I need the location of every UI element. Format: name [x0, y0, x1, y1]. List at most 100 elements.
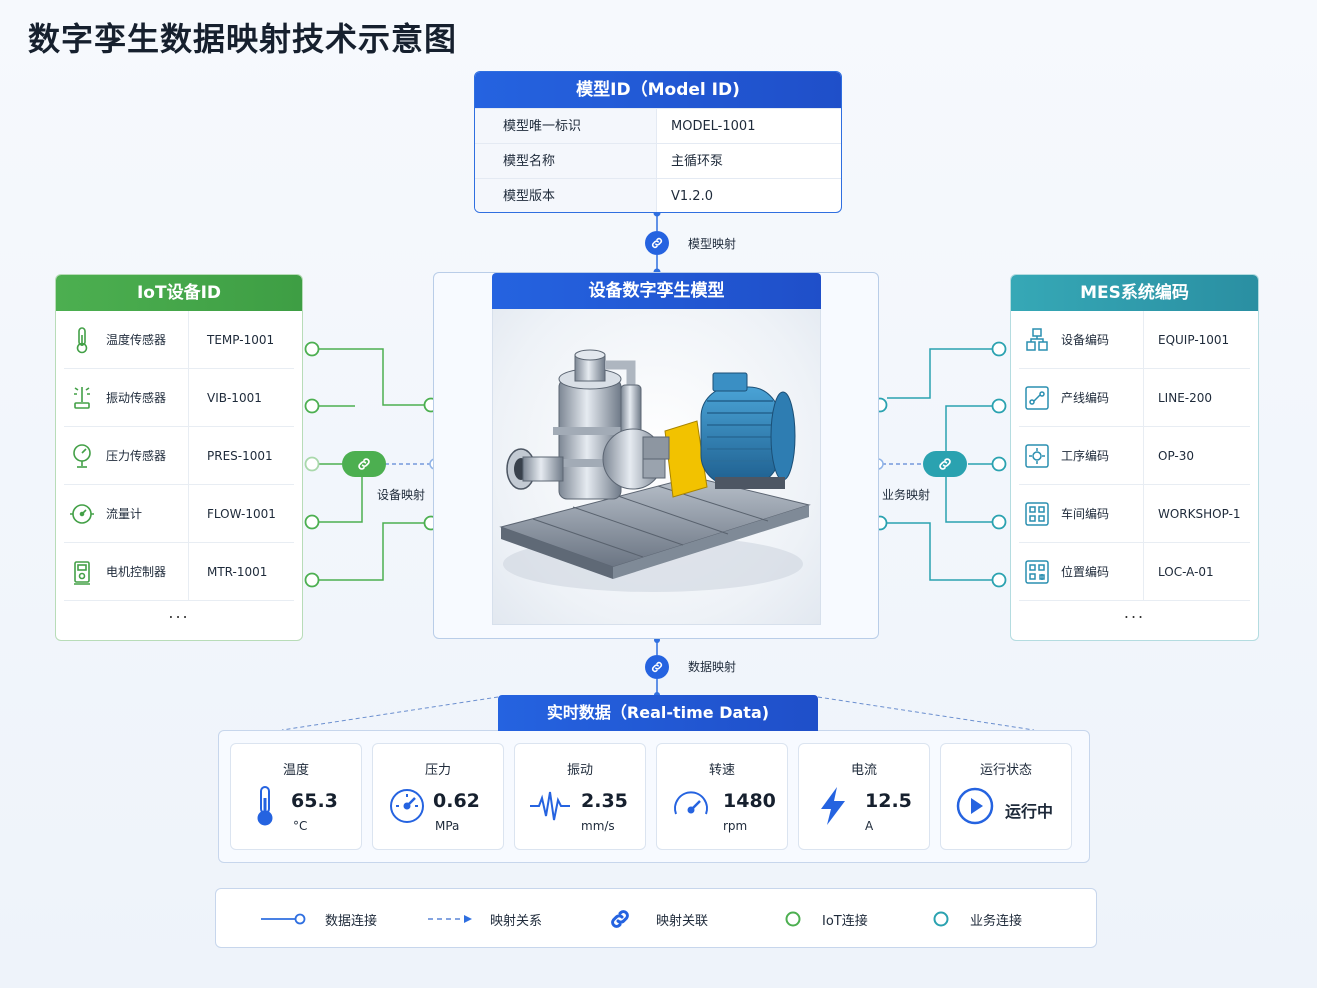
- model-row: 模型版本 V1.2.0: [475, 178, 841, 212]
- list-item: 车间编码 WORKSHOP-1: [1019, 484, 1250, 543]
- model-row-key: 模型名称: [475, 144, 657, 178]
- list-item: 温度传感器 TEMP-1001: [64, 310, 294, 369]
- model-mapping-link-icon: [645, 231, 669, 255]
- iot-item-label: 振动传感器: [106, 391, 167, 405]
- model-mapping-label: 模型映射: [688, 237, 737, 251]
- link-icon: [611, 910, 629, 928]
- list-item: 工序编码 OP-30: [1019, 426, 1250, 485]
- iot-item-label: 压力传感器: [106, 449, 167, 463]
- iot-item-value: VIB-1001: [188, 368, 294, 427]
- iot-item-value: TEMP-1001: [188, 310, 294, 369]
- realtime-data-header: 实时数据（Real-time Data): [498, 695, 818, 731]
- card-value: 65.3: [291, 790, 338, 812]
- iot-item-value: PRES-1001: [188, 426, 294, 485]
- business-mapping-label: 业务映射: [882, 488, 931, 502]
- realtime-card-vibration: 振动 2.35 mm/s: [514, 743, 646, 850]
- card-unit: A: [865, 819, 874, 833]
- workshop-code-icon: [1019, 496, 1055, 532]
- teal-circle-icon: [933, 911, 949, 927]
- card-value: 2.35: [581, 790, 628, 812]
- mes-more-indicator: ...: [1123, 603, 1146, 622]
- thermometer-icon: [64, 322, 100, 358]
- legend-label: 数据连接: [325, 913, 378, 929]
- model-row-value: MODEL-1001: [671, 119, 756, 134]
- model-row-key: 模型唯一标识: [475, 109, 657, 143]
- solid-line-circle-icon: [261, 913, 306, 925]
- mes-item-label: 车间编码: [1061, 507, 1110, 521]
- mes-item-value: OP-30: [1143, 426, 1250, 485]
- card-value: 12.5: [865, 790, 912, 812]
- model-row-value: 主循环泵: [671, 154, 724, 169]
- play-circle-icon: [955, 784, 995, 828]
- pressure-sensor-icon: [64, 438, 100, 474]
- legend-label: IoT连接: [822, 913, 868, 929]
- legend-label: 映射关联: [656, 913, 709, 929]
- mes-panel-header: MES系统编码: [1011, 275, 1258, 311]
- realtime-card-current: 电流 12.5 A: [798, 743, 930, 850]
- realtime-card-speed: 转速 1480 rpm: [656, 743, 788, 850]
- list-item: 振动传感器 VIB-1001: [64, 368, 294, 427]
- list-item: 压力传感器 PRES-1001: [64, 426, 294, 485]
- card-title: 温度: [282, 763, 309, 778]
- motor-controller-icon: [64, 554, 100, 590]
- mes-item-value: WORKSHOP-1: [1143, 484, 1250, 543]
- status-badge: 运行中: [1005, 802, 1054, 821]
- card-unit: rpm: [723, 819, 748, 833]
- line-code-icon: [1019, 380, 1055, 416]
- speedometer-icon: [671, 784, 711, 828]
- legend-item-iot-connection: IoT连接: [784, 889, 868, 949]
- mes-item-label: 工序编码: [1061, 449, 1110, 463]
- legend-item-mapping-relation: 映射关系: [428, 889, 542, 949]
- iot-item-label: 温度传感器: [106, 333, 167, 347]
- iot-item-value: FLOW-1001: [188, 484, 294, 543]
- realtime-card-status: 运行状态 运行中: [940, 743, 1072, 850]
- card-unit: MPa: [435, 819, 460, 833]
- list-item: 设备编码 EQUIP-1001: [1019, 310, 1250, 369]
- process-code-icon: [1019, 438, 1055, 474]
- model-row-value: V1.2.0: [671, 189, 713, 204]
- mes-item-label: 设备编码: [1061, 333, 1110, 347]
- card-unit: °C: [293, 819, 308, 833]
- card-value: 1480: [723, 790, 776, 812]
- business-mapping-link-icon: [923, 451, 967, 477]
- legend-label: 业务连接: [970, 913, 1023, 929]
- thermometer-icon: [245, 784, 285, 828]
- card-title: 振动: [566, 763, 593, 778]
- list-item: 流量计 FLOW-1001: [64, 484, 294, 543]
- list-item: 电机控制器 MTR-1001: [64, 542, 294, 601]
- legend-label: 映射关系: [490, 913, 543, 929]
- mes-item-label: 位置编码: [1061, 565, 1110, 579]
- realtime-card-temperature: 温度 65.3 °C: [230, 743, 362, 850]
- model-id-header: 模型ID（Model ID): [475, 72, 841, 108]
- realtime-card-pressure: 压力 0.62 MPa: [372, 743, 504, 850]
- gauge-icon: [387, 784, 427, 828]
- model-row: 模型名称 主循环泵: [475, 143, 841, 178]
- page-title: 数字孪生数据映射技术示意图: [28, 20, 458, 58]
- card-unit: mm/s: [581, 819, 615, 833]
- device-mapping-label: 设备映射: [377, 488, 426, 502]
- flowmeter-icon: [64, 496, 100, 532]
- model-row-key: 模型版本: [475, 179, 657, 212]
- card-title: 电流: [850, 763, 877, 778]
- mes-item-value: EQUIP-1001: [1143, 310, 1250, 369]
- list-item: 产线编码 LINE-200: [1019, 368, 1250, 427]
- legend-item-data-connection: 数据连接: [261, 889, 377, 949]
- iot-more-indicator: ...: [168, 603, 190, 622]
- card-title: 运行状态: [979, 763, 1032, 778]
- equipment-code-icon: [1019, 322, 1055, 358]
- iot-panel-header: IoT设备ID: [56, 275, 302, 311]
- mes-item-value: LOC-A-01: [1143, 542, 1250, 601]
- waveform-icon: [529, 784, 570, 828]
- iot-item-label: 流量计: [106, 507, 143, 521]
- model-id-panel: 模型ID（Model ID) 模型唯一标识 MODEL-1001 模型名称 主循…: [474, 71, 842, 213]
- mes-code-panel: MES系统编码 设备编码 EQUIP-1001 产线编码 LINE-200 工序…: [1010, 274, 1259, 641]
- lightning-icon: [813, 784, 853, 828]
- data-mapping-link-icon: [645, 655, 669, 679]
- iot-device-panel: IoT设备ID 温度传感器 TEMP-1001 振动传感器 VIB-1001 压…: [55, 274, 303, 641]
- legend-item-mapping-link: 映射关联: [606, 889, 708, 949]
- iot-item-value: MTR-1001: [188, 542, 294, 601]
- model-row: 模型唯一标识 MODEL-1001: [475, 108, 841, 143]
- pump-motor-skid-illustration: [492, 309, 821, 625]
- card-title: 转速: [708, 763, 735, 778]
- card-value: 0.62: [433, 790, 480, 812]
